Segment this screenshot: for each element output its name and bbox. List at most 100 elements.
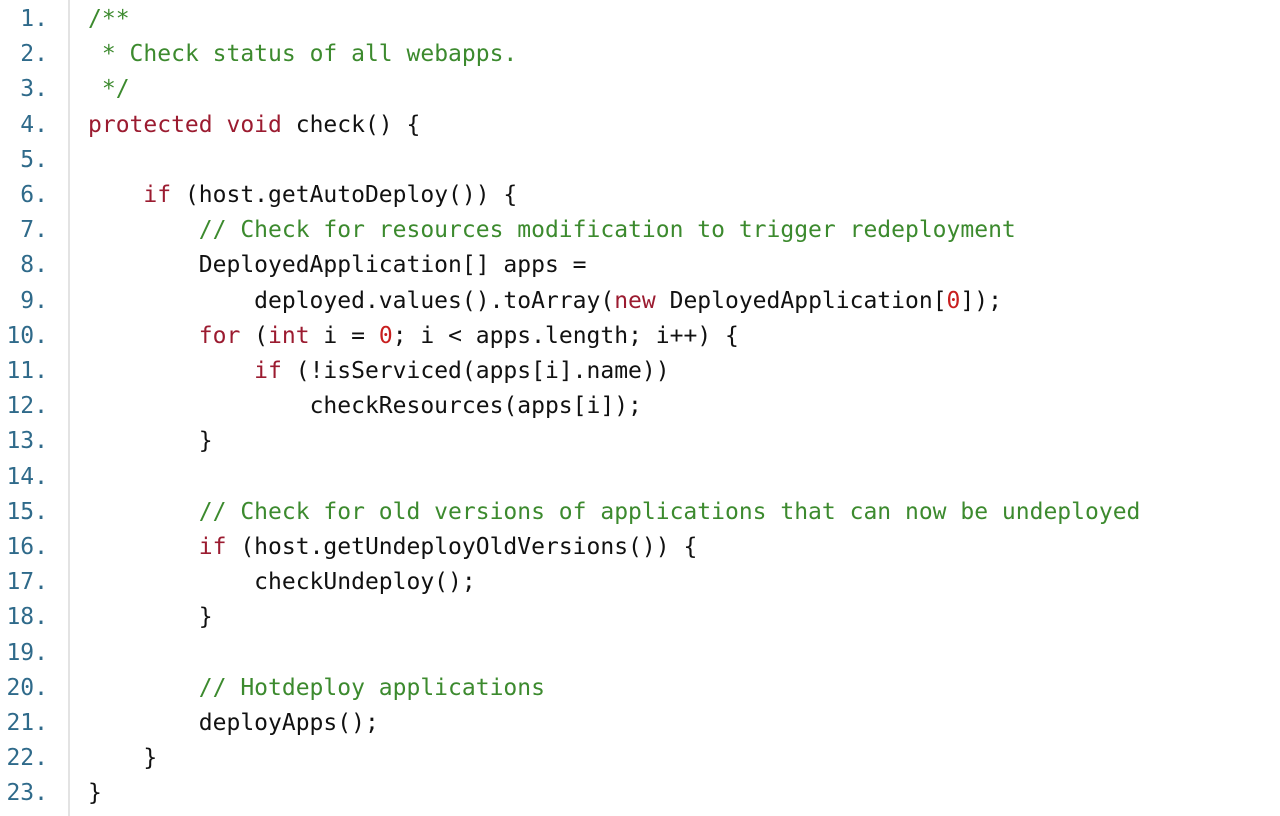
line-source: if (host.getAutoDeploy()) {	[88, 178, 517, 213]
gutter-divider	[68, 0, 70, 816]
code-line: 10. for (int i = 0; i < apps.length; i++…	[0, 319, 1280, 354]
code-line: 14.	[0, 460, 1280, 495]
indent	[88, 393, 310, 419]
plain-token	[213, 112, 227, 138]
line-source: if (host.getUndeployOldVersions()) {	[88, 530, 698, 565]
plain-token: checkResources(apps[i]);	[309, 393, 642, 420]
line-number: 17.	[6, 569, 48, 596]
code-line: 20. // Hotdeploy applications	[0, 671, 1280, 706]
line-number: 8.	[20, 252, 48, 279]
comment-token: */	[101, 76, 130, 103]
line-number: 19.	[6, 639, 48, 666]
indent	[88, 217, 199, 243]
line-number: 5.	[20, 146, 48, 173]
plain-token: (host.getAutoDeploy()) {	[171, 182, 518, 208]
keyword-token: if	[198, 534, 227, 560]
line-source: */	[88, 72, 130, 107]
indent	[88, 675, 199, 701]
plain-token: }	[198, 604, 213, 631]
plain-token: }	[88, 780, 102, 807]
indent	[88, 569, 254, 595]
line-number: 6.	[20, 182, 48, 208]
code-line: 4.protected void check() {	[0, 108, 1280, 143]
line-number: 23.	[6, 780, 48, 807]
indent	[88, 182, 143, 208]
indent	[88, 604, 199, 630]
code-line: 8. DeployedApplication[] apps =	[0, 248, 1280, 283]
line-source: deployed.values().toArray(new DeployedAp…	[88, 284, 1002, 319]
line-number: 3.	[20, 76, 48, 103]
keyword-token: new	[614, 287, 656, 314]
indent	[88, 76, 102, 102]
line-number: 9.	[20, 287, 48, 314]
keyword-token: if	[254, 358, 282, 384]
line-number: 12.	[6, 393, 48, 420]
code-line: 15. // Check for old versions of applica…	[0, 495, 1280, 530]
line-number: 13.	[6, 428, 48, 455]
plain-token: (	[240, 322, 269, 349]
line-number: 18.	[6, 604, 48, 631]
line-number: 7.	[20, 217, 48, 244]
line-source: // Check for resources modification to t…	[88, 213, 1016, 248]
plain-token: deployApps();	[198, 710, 379, 736]
comment-token: // Check for resources modification to t…	[198, 217, 1016, 244]
indent	[88, 358, 254, 384]
line-source: }	[88, 424, 213, 459]
plain-token: DeployedApplication[] apps =	[198, 252, 587, 279]
comment-token: * Check status of all webapps.	[101, 41, 518, 68]
line-number: 20.	[6, 674, 48, 701]
line-number: 15.	[6, 498, 48, 525]
line-number: 10.	[6, 322, 48, 349]
keyword-token: int	[268, 322, 310, 349]
code-line: 11. if (!isServiced(apps[i].name))	[0, 354, 1280, 389]
keyword-token: void	[226, 111, 282, 138]
keyword-token: for	[198, 322, 241, 349]
line-number: 16.	[6, 534, 48, 560]
line-number: 22.	[6, 745, 48, 772]
code-line: 6. if (host.getAutoDeploy()) {	[0, 178, 1280, 213]
line-number: 14.	[6, 463, 48, 490]
indent	[88, 710, 199, 736]
line-source: * Check status of all webapps.	[88, 37, 517, 72]
line-source: checkResources(apps[i]);	[88, 389, 642, 424]
indent	[88, 428, 199, 454]
line-number: 1.	[20, 6, 48, 32]
plain-token: }	[198, 428, 213, 455]
line-source: }	[88, 776, 102, 811]
plain-token: check() {	[281, 111, 421, 138]
plain-token: i =	[309, 322, 379, 349]
code-line: 2. * Check status of all webapps.	[0, 37, 1280, 72]
line-source: for (int i = 0; i < apps.length; i++) {	[88, 319, 739, 354]
line-source: /**	[88, 2, 130, 37]
line-source: DeployedApplication[] apps =	[88, 248, 587, 283]
plain-token: checkUndeploy();	[254, 569, 476, 596]
indent	[88, 252, 199, 278]
plain-token: ; i < apps.length; i++) {	[392, 322, 739, 349]
code-line: 5.	[0, 143, 1280, 178]
line-number: 21.	[6, 710, 48, 736]
keyword-token: if	[143, 182, 172, 208]
indent	[88, 41, 102, 67]
code-line: 22. }	[0, 741, 1280, 776]
code-line: 21. deployApps();	[0, 706, 1280, 741]
comment-token: // Check for old versions of application…	[198, 498, 1141, 525]
code-line: 9. deployed.values().toArray(new Deploye…	[0, 284, 1280, 319]
line-number: 11.	[6, 358, 48, 384]
line-source: deployApps();	[88, 706, 379, 741]
plain-token: deployed.values().toArray(	[254, 287, 615, 314]
line-number: 2.	[20, 41, 48, 68]
plain-token: (!isServiced(apps[i].name))	[281, 358, 670, 384]
indent	[88, 534, 199, 560]
plain-token: }	[143, 745, 158, 772]
line-source: checkUndeploy();	[88, 565, 476, 600]
comment-token: /**	[88, 6, 130, 32]
indent	[88, 323, 199, 349]
keyword-token: protected	[88, 111, 213, 138]
code-line: 16. if (host.getUndeployOldVersions()) {	[0, 530, 1280, 565]
line-source: if (!isServiced(apps[i].name))	[88, 354, 670, 389]
code-line: 1. /**	[0, 2, 1280, 37]
code-line: 17. checkUndeploy();	[0, 565, 1280, 600]
line-source: // Check for old versions of application…	[88, 495, 1141, 530]
line-source: // Hotdeploy applications	[88, 671, 545, 706]
